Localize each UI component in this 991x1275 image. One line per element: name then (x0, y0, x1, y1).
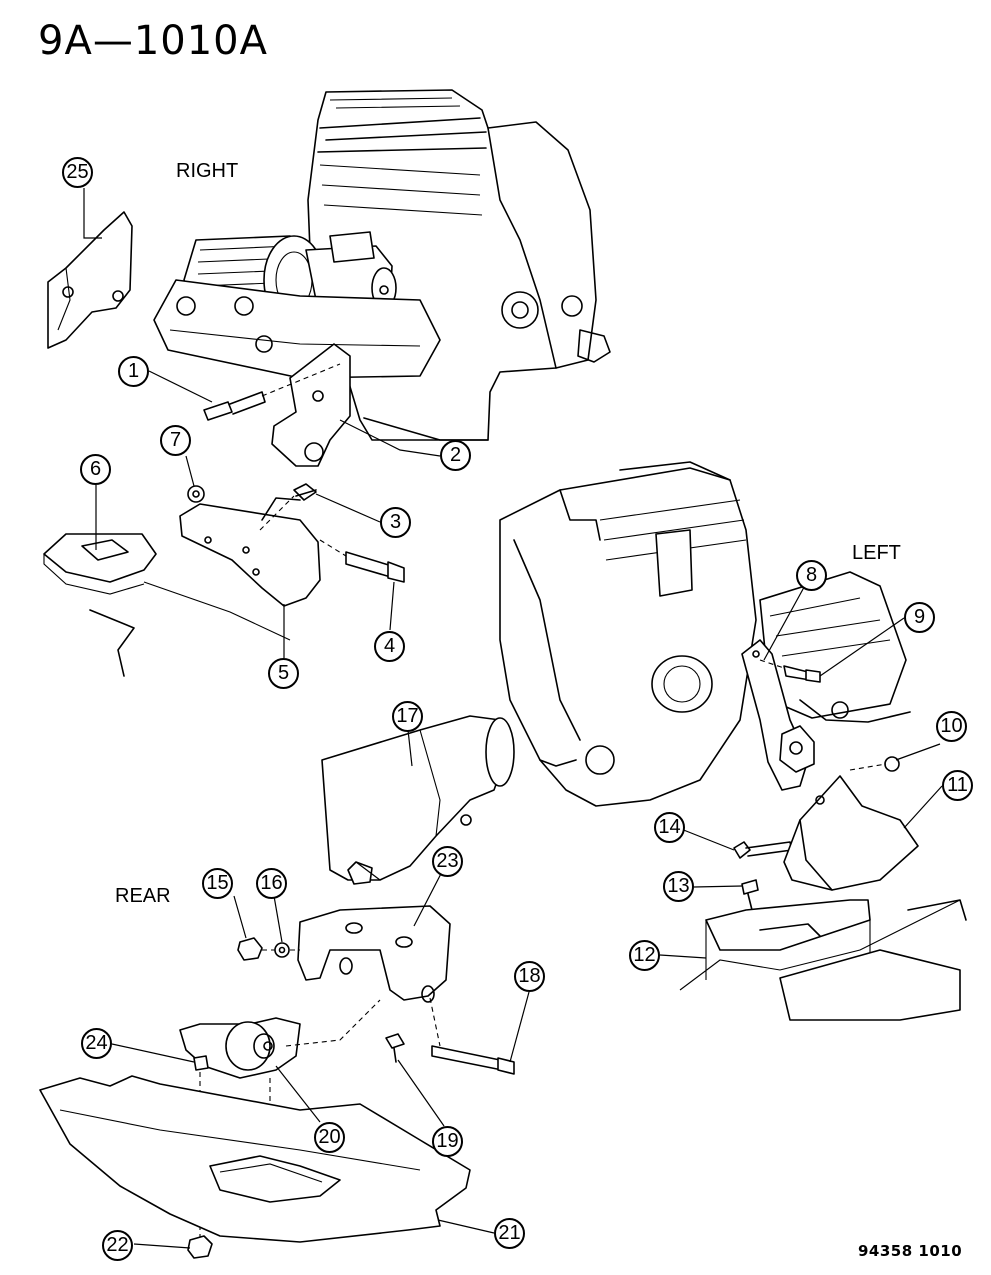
callout-17: 17 (392, 701, 423, 732)
part-21-crossmember (39, 1075, 471, 1243)
callout-21: 21 (494, 1218, 525, 1249)
callout-13: 13 (663, 871, 694, 902)
view-label-right: RIGHT (176, 160, 239, 182)
callout-10: 10 (936, 711, 967, 742)
callout-16: 16 (256, 868, 287, 899)
parts-15-16-nut-washer (237, 937, 300, 961)
callout-14: 14 (654, 812, 685, 843)
part-8-bracket (741, 639, 815, 791)
callout-9: 9 (904, 602, 935, 633)
parts-18-19-bolts (385, 997, 515, 1075)
callout-19: 19 (432, 1126, 463, 1157)
leader-lines (83, 188, 943, 1249)
part-20-mount (179, 999, 381, 1079)
callout-23: 23 (432, 846, 463, 877)
part-6-frame (43, 533, 291, 677)
callout-22: 22 (102, 1230, 133, 1261)
part-11-mount (783, 775, 919, 891)
callout-7: 7 (160, 425, 191, 456)
callout-6: 6 (80, 454, 111, 485)
diagram-code: 9A—1010A (38, 18, 268, 64)
callout-11: 11 (942, 770, 973, 801)
callout-25: 25 (62, 157, 93, 188)
callout-4: 4 (374, 631, 405, 662)
part-5-mount (179, 497, 321, 607)
callout-5: 5 (268, 658, 299, 689)
part-23-bracket (297, 905, 451, 1003)
part-12-frame (679, 899, 967, 1021)
callout-20: 20 (314, 1122, 345, 1153)
part-25-bracket (47, 211, 133, 349)
parts-3-4-7-fasteners (187, 483, 405, 583)
footer-code: 94358 1010 (858, 1242, 963, 1260)
callout-12: 12 (629, 940, 660, 971)
callout-3: 3 (380, 507, 411, 538)
view-label-left: LEFT (852, 542, 901, 564)
callout-8: 8 (796, 560, 827, 591)
callout-2: 2 (440, 440, 471, 471)
callout-15: 15 (202, 868, 233, 899)
transmission-drawing (321, 715, 515, 885)
callout-24: 24 (81, 1028, 112, 1059)
parts-9-10-13-14-fasteners (733, 659, 900, 911)
part-1-bolt (203, 363, 341, 421)
callout-18: 18 (514, 961, 545, 992)
part-2-bracket (271, 343, 351, 467)
left-engine-drawing (499, 461, 911, 807)
view-label-rear: REAR (115, 885, 171, 907)
right-engine-drawing (153, 89, 611, 441)
callout-1: 1 (118, 356, 149, 387)
